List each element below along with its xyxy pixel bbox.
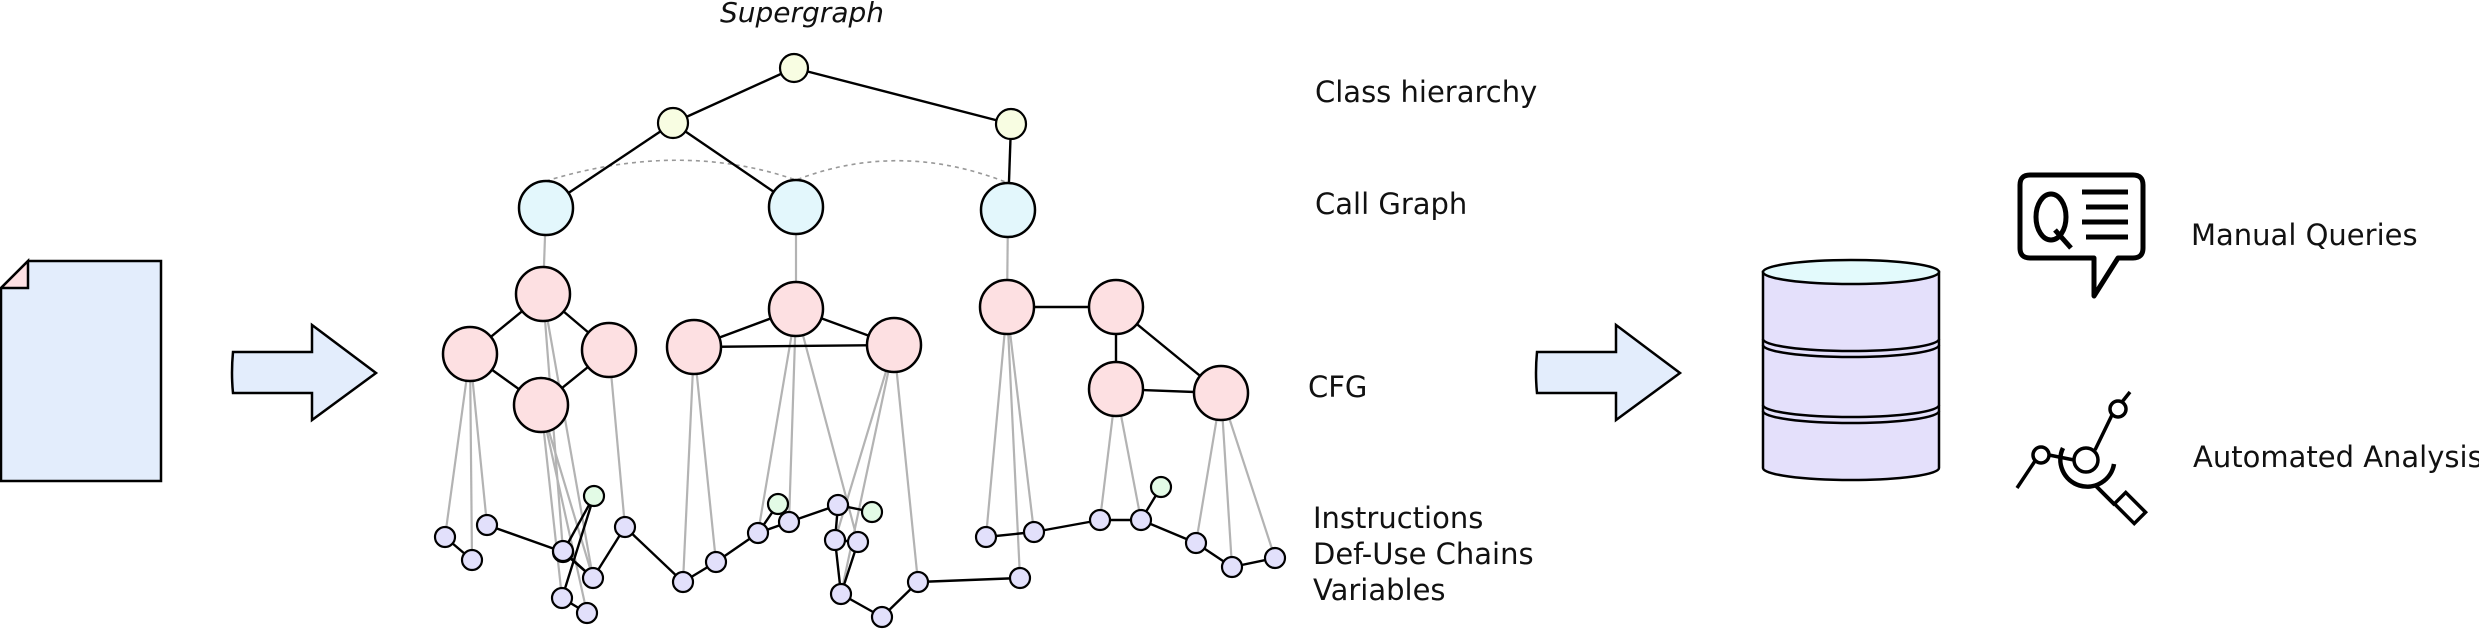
layer-label-variables: Variables [1313,573,1446,607]
instr-node [581,566,605,590]
cfg-node [441,325,499,383]
mapping-edge [984,306,1009,538]
cfg-node [665,318,723,376]
instr-node [974,525,998,549]
instr-node [460,548,484,572]
layer-label-class-hierarchy: Class hierarchy [1315,75,1538,109]
instr-node [433,525,457,549]
mapping-edge [468,353,474,561]
document-icon [0,257,163,483]
mapping-edge [839,344,896,595]
mapping-edge [539,404,589,614]
call-node [767,178,825,236]
instr-node [746,521,770,545]
class-node [656,106,690,140]
cfg-node [514,265,572,323]
instr-node [551,539,575,563]
instr-node [704,550,728,574]
mapping-edge [892,344,920,583]
var-node [860,500,884,524]
instr-node [1263,546,1287,570]
call-node [517,179,575,237]
graph-edge [1033,518,1101,534]
instr-node [870,605,894,629]
graph-edge [486,523,564,554]
graph-edge [917,576,1021,584]
mapping-edge [539,404,564,599]
right-arrow-icon [230,322,379,423]
class-node [778,52,810,84]
instr-node [671,570,695,594]
cfg-node [865,316,923,374]
mapping-edge [607,349,627,528]
mapping-edge [1005,306,1036,533]
mapping-edge [1219,392,1277,559]
var-node [1149,475,1173,499]
instr-node [1129,508,1153,532]
instr-node [575,601,599,625]
var-node [582,484,606,508]
instr-node [550,586,574,610]
database-icon [1761,258,1941,482]
call-edge-dashed [545,159,1009,184]
instr-node [1008,566,1032,590]
cfg-node [767,280,825,338]
instr-node [1088,508,1112,532]
output-label-automated-analysis: Automated Analysis [2193,440,2479,474]
cfg-node [1087,278,1145,336]
layer-label-instructions: Instructions [1313,501,1484,535]
graph-edge [560,495,596,599]
graph-nodes [433,52,1287,629]
layer-label-def-use-chains: Def-Use Chains [1313,537,1534,571]
instr-node [906,570,930,594]
instr-node [613,515,637,539]
analysis-icon [2015,390,2149,527]
layer-label-cfg: CFG [1308,370,1368,404]
query-bubble-icon [2017,172,2146,299]
cfg-node [580,321,638,379]
class-node [994,107,1028,141]
mapping-edge [692,346,718,563]
cfg-node [512,376,570,434]
instr-node [777,510,801,534]
cfg-node [978,278,1036,336]
graph-edge [693,343,895,349]
diagram-title: Supergraph [720,0,884,29]
mapping-edge [443,353,472,538]
mapping-edge [539,404,595,579]
mapping-edge [787,308,798,523]
graph-edge [624,526,684,583]
layer-label-bottom: Instructions Def-Use Chains Variables [1313,500,1534,608]
right-arrow-icon [1534,322,1683,423]
instr-node [829,582,853,606]
call-node [979,181,1037,239]
cfg-node [1192,364,1250,422]
layer-label-call-graph: Call Graph [1315,187,1468,221]
instr-node [846,530,870,554]
graph-edge [672,66,795,125]
instr-node [826,493,850,517]
instr-node [475,513,499,537]
instr-node [823,528,847,552]
mapping-edge [541,293,595,579]
var-node [766,492,790,516]
mapping-edge [1219,392,1234,568]
instr-node [1022,520,1046,544]
graph-edge [793,66,1012,126]
cfg-node [1087,360,1145,418]
instr-node [1184,531,1208,555]
mapping-edge [681,346,696,583]
mapping-edge [468,353,489,526]
output-label-manual-queries: Manual Queries [2191,218,2418,252]
mapping-edge [1005,306,1022,579]
instr-node [1220,555,1244,579]
